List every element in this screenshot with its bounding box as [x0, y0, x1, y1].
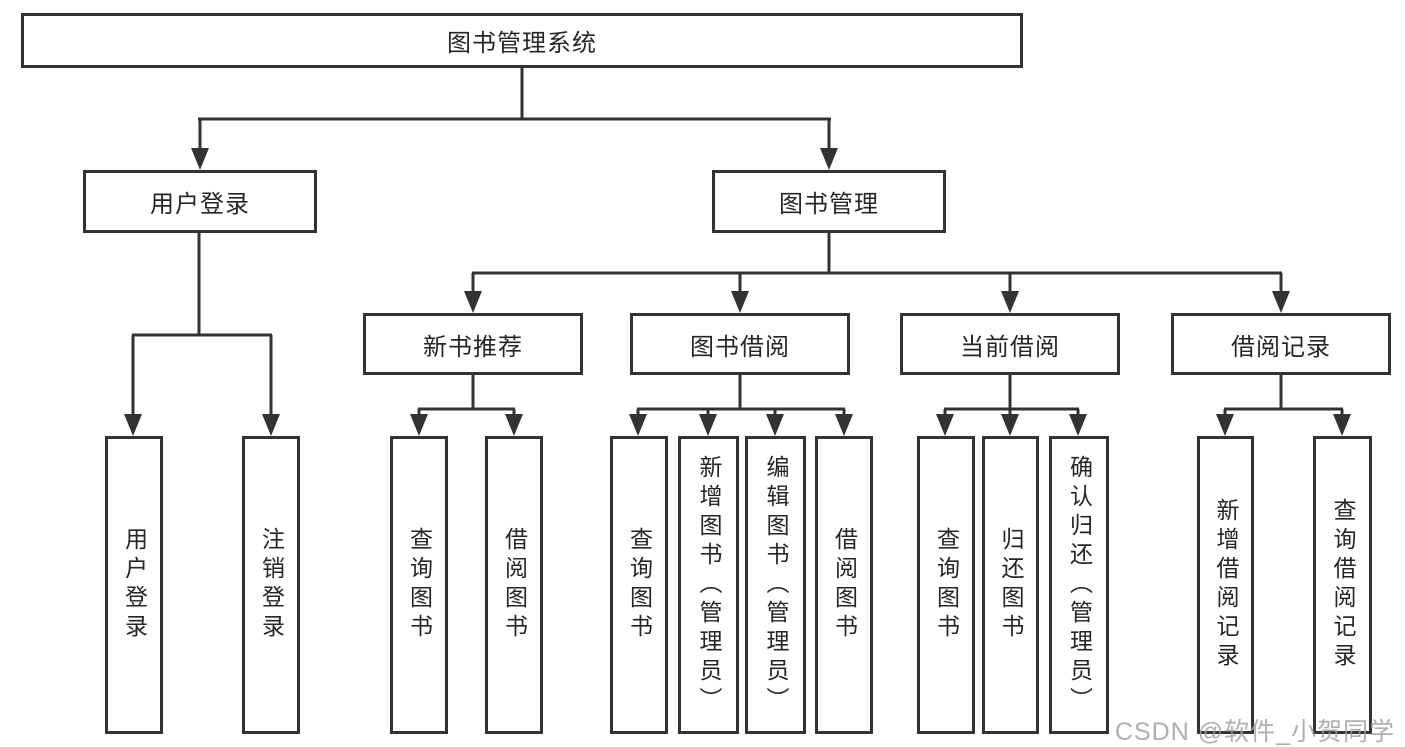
- leaf-user-login: 用户登录: [105, 436, 163, 734]
- leaf-query-book-current: 查询图书: [917, 436, 975, 734]
- node-root-label: 图书管理系统: [447, 30, 597, 57]
- arrowhead-down: [410, 414, 428, 436]
- leaf-query-book-borrow-label: 查询图书: [626, 527, 653, 643]
- arrowhead-down: [820, 148, 838, 170]
- node-borrow-records: 借阅记录: [1171, 313, 1391, 375]
- arrowhead-down: [936, 414, 954, 436]
- edge-borrow-records-to-leaves: [1216, 375, 1351, 436]
- leaf-return-book: 归还图书: [982, 436, 1039, 734]
- edge-user-login-to-leaves: [124, 233, 280, 436]
- arrowhead-down: [766, 414, 784, 436]
- node-book-borrow: 图书借阅: [630, 313, 850, 375]
- arrowhead-down: [1333, 414, 1351, 436]
- leaf-add-borrow-record-label: 新增借阅记录: [1213, 498, 1239, 672]
- leaf-query-book-borrow: 查询图书: [610, 436, 668, 734]
- leaf-borrow-book: 借阅图书: [815, 436, 873, 734]
- node-user-login-label: 用户登录: [150, 191, 250, 218]
- edge-book-management-to-level3: [464, 233, 1290, 313]
- leaf-add-borrow-record: 新增借阅记录: [1197, 436, 1254, 734]
- edge-current-borrow-to-leaves: [936, 375, 1087, 436]
- arrowhead-down: [629, 414, 647, 436]
- leaf-edit-book-admin-label: 编辑图书（管理员）: [763, 454, 789, 716]
- node-current-borrow-label: 当前借阅: [960, 333, 1060, 361]
- leaf-edit-book-admin: 编辑图书（管理员）: [745, 436, 806, 734]
- leaf-confirm-return-admin: 确认归还（管理员）: [1049, 436, 1109, 734]
- leaf-query-book-recommend: 查询图书: [390, 436, 448, 734]
- leaf-add-book-admin: 新增图书（管理员）: [678, 436, 739, 734]
- node-user-login: 用户登录: [83, 170, 317, 233]
- arrowhead-down: [262, 414, 280, 436]
- arrowhead-down: [464, 291, 482, 313]
- leaf-logout: 注销登录: [242, 436, 300, 734]
- leaf-query-borrow-record: 查询借阅记录: [1313, 436, 1372, 734]
- node-root: 图书管理系统: [21, 13, 1023, 68]
- node-book-borrow-label: 图书借阅: [690, 333, 790, 361]
- arrowhead-down: [1216, 414, 1234, 436]
- leaf-user-login-label: 用户登录: [121, 527, 148, 643]
- leaf-query-borrow-record-label: 查询借阅记录: [1330, 498, 1356, 672]
- leaf-query-book-recommend-label: 查询图书: [406, 527, 433, 643]
- arrowhead-down: [1069, 414, 1087, 436]
- arrowhead-down: [505, 414, 523, 436]
- leaf-confirm-return-admin-label: 确认归还（管理员）: [1066, 454, 1093, 716]
- leaf-borrow-book-recommend-label: 借阅图书: [501, 527, 528, 643]
- csdn-watermark: CSDN @软件_小贺同学: [1114, 718, 1395, 746]
- arrowhead-down: [1001, 414, 1019, 436]
- arrowhead-down: [835, 414, 853, 436]
- leaf-query-book-current-label: 查询图书: [933, 527, 960, 643]
- leaf-borrow-book-label: 借阅图书: [831, 527, 858, 643]
- node-current-borrow: 当前借阅: [900, 313, 1120, 375]
- arrowhead-down: [1001, 291, 1019, 313]
- node-new-book-recommend-label: 新书推荐: [423, 333, 523, 361]
- edge-new-book-recommend-to-leaves: [410, 375, 523, 436]
- node-new-book-recommend: 新书推荐: [363, 313, 583, 375]
- edge-root-to-level2: [191, 68, 838, 170]
- leaf-logout-label: 注销登录: [258, 527, 285, 643]
- node-borrow-records-label: 借阅记录: [1231, 333, 1331, 361]
- arrowhead-down: [699, 414, 717, 436]
- arrowhead-down: [1272, 291, 1290, 313]
- arrowhead-down: [124, 414, 142, 436]
- leaf-add-book-admin-label: 新增图书（管理员）: [696, 454, 722, 716]
- arrowhead-down: [731, 291, 749, 313]
- leaf-return-book-label: 归还图书: [998, 527, 1024, 643]
- leaf-borrow-book-recommend: 借阅图书: [485, 436, 543, 734]
- arrowhead-down: [191, 148, 209, 170]
- edge-book-borrow-to-leaves: [629, 375, 853, 436]
- node-book-management: 图书管理: [712, 170, 946, 233]
- node-book-management-label: 图书管理: [779, 191, 879, 218]
